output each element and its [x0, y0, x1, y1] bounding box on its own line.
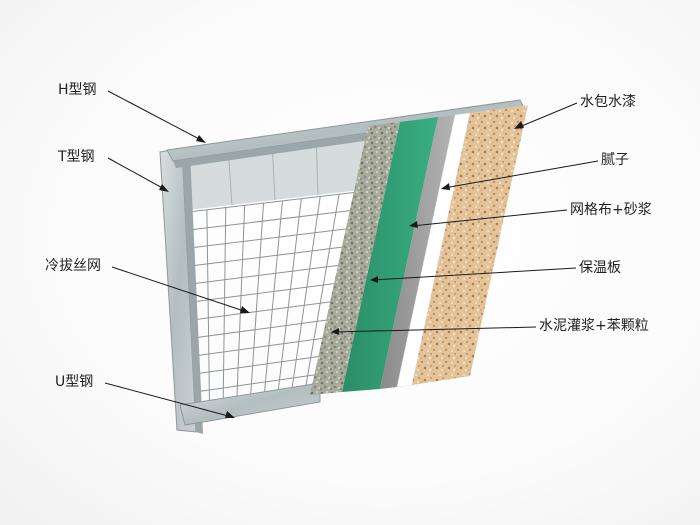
wire-mesh-horizontal-wire: [190, 264, 344, 285]
leader-u-steel: [104, 382, 233, 418]
arrow-cement-grout: [331, 328, 339, 335]
label-wire-mesh: 冷拔丝网: [45, 258, 101, 274]
label-insulation-board: 保温板: [579, 260, 621, 276]
leader-wire-mesh: [111, 266, 248, 313]
wire-mesh-horizontal-wire: [192, 300, 337, 321]
wire-mesh-horizontal-wire: [191, 282, 340, 303]
paint-layer: [412, 105, 528, 385]
arrow-h-steel: [196, 135, 206, 143]
label-u-steel: U型钢: [55, 374, 94, 390]
mesh-mortar-layer: [380, 115, 455, 389]
arrow-mesh-mortar: [409, 221, 418, 228]
leader-insulation: [372, 267, 577, 281]
arrow-paint: [514, 121, 524, 129]
arrow-t-steel: [159, 184, 169, 192]
leader-lines: [104, 90, 599, 418]
leader-arrowheads: [159, 121, 524, 418]
arrow-u-steel: [225, 411, 235, 418]
wire-mesh-vertical-wire: [222, 207, 227, 407]
wire-mesh-horizontal-wire: [193, 336, 329, 357]
wire-mesh-vertical-wire: [249, 203, 265, 403]
leader-paint: [516, 102, 578, 129]
insulation-board-layer: [342, 117, 438, 392]
wire-mesh-horizontal-wire: [188, 209, 355, 231]
wire-mesh-horizontal-wire: [195, 373, 322, 393]
wire-mesh-horizontal-wire: [189, 227, 351, 249]
wire-mesh-vertical-wire: [303, 194, 340, 395]
arrow-wire-mesh: [240, 306, 250, 313]
leader-t-steel: [107, 157, 167, 191]
label-mesh-mortar: 网格布+砂浆: [570, 202, 652, 218]
wire-mesh-horizontal-wire: [190, 246, 348, 267]
label-h-steel: H型钢: [58, 82, 97, 98]
wire-mesh-vertical-wire: [263, 200, 283, 401]
arrow-putty: [441, 183, 450, 190]
wire-mesh-horizontal-wire: [194, 355, 326, 375]
wire-mesh-vertical-wire: [290, 196, 321, 397]
wire-mesh-vertical-wire: [206, 209, 211, 409]
arrow-insulation: [370, 276, 378, 283]
wire-mesh-horizontal-wire: [193, 318, 333, 339]
label-t-steel: T型钢: [58, 149, 95, 165]
leader-putty: [443, 160, 599, 189]
wire-mesh-horizontal-wire: [187, 191, 359, 213]
u-steel-channel: [179, 382, 321, 426]
leader-h-steel: [107, 90, 204, 142]
t-steel-post-side: [182, 148, 203, 434]
leader-cement-grout: [333, 326, 537, 333]
label-putty: 腻子: [601, 152, 629, 168]
cement-grout-layer: [310, 122, 400, 395]
wire-mesh-vertical-wire: [236, 205, 246, 405]
wire-mesh-vertical-wire: [276, 198, 302, 399]
leader-mesh-mortar: [411, 209, 568, 227]
label-cement-grout: 水泥灌浆+苯颗粒: [539, 318, 649, 334]
label-paint: 水包水漆: [580, 94, 636, 110]
